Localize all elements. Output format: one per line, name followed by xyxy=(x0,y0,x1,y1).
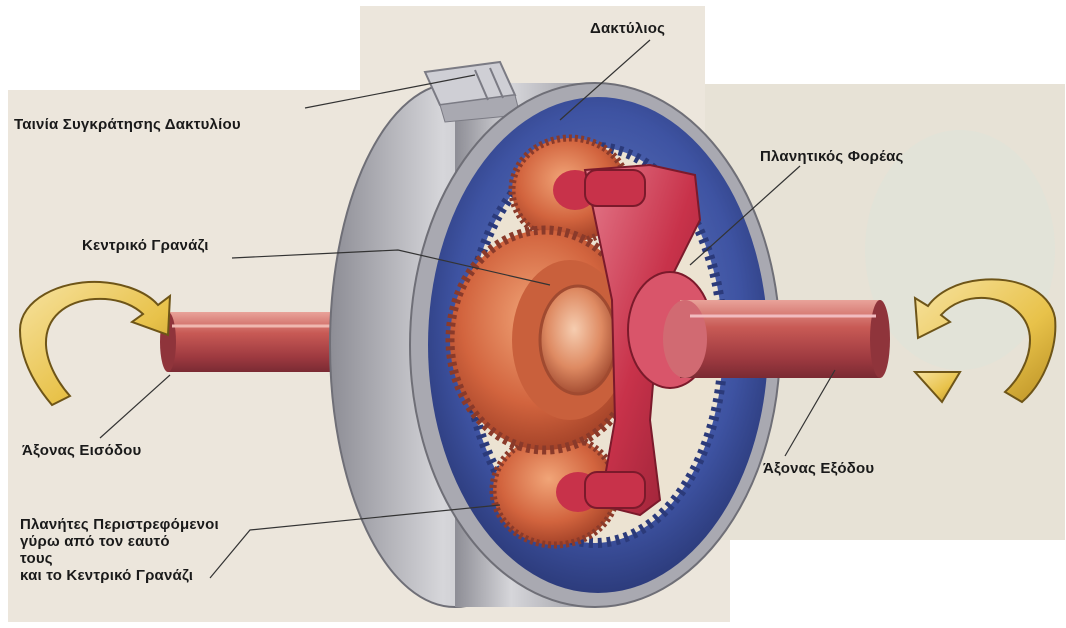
label-ring-gear: Δακτύλιος xyxy=(590,20,665,37)
output-shaft xyxy=(663,300,890,378)
label-planet-carrier: Πλανητικός Φορέας xyxy=(760,148,904,165)
label-input-shaft: Άξονας Εισόδου xyxy=(22,442,141,459)
label-planets: Πλανήτες Περιστρεφόμενοι γύρω από τον εα… xyxy=(20,516,300,584)
label-sun-gear: Κεντρικό Γρανάζι xyxy=(82,237,209,254)
label-planets-line: γύρω από τον εαυτό xyxy=(20,533,300,550)
label-planets-line: Πλανήτες Περιστρεφόμενοι xyxy=(20,516,300,533)
label-output-shaft: Άξονας Εξόδου xyxy=(763,460,874,477)
label-planets-line: και το Κεντρικό Γρανάζι xyxy=(20,567,300,584)
label-ring-band: Ταινία Συγκράτησης Δακτυλίου xyxy=(14,116,241,133)
label-planets-line: τους xyxy=(20,550,300,567)
